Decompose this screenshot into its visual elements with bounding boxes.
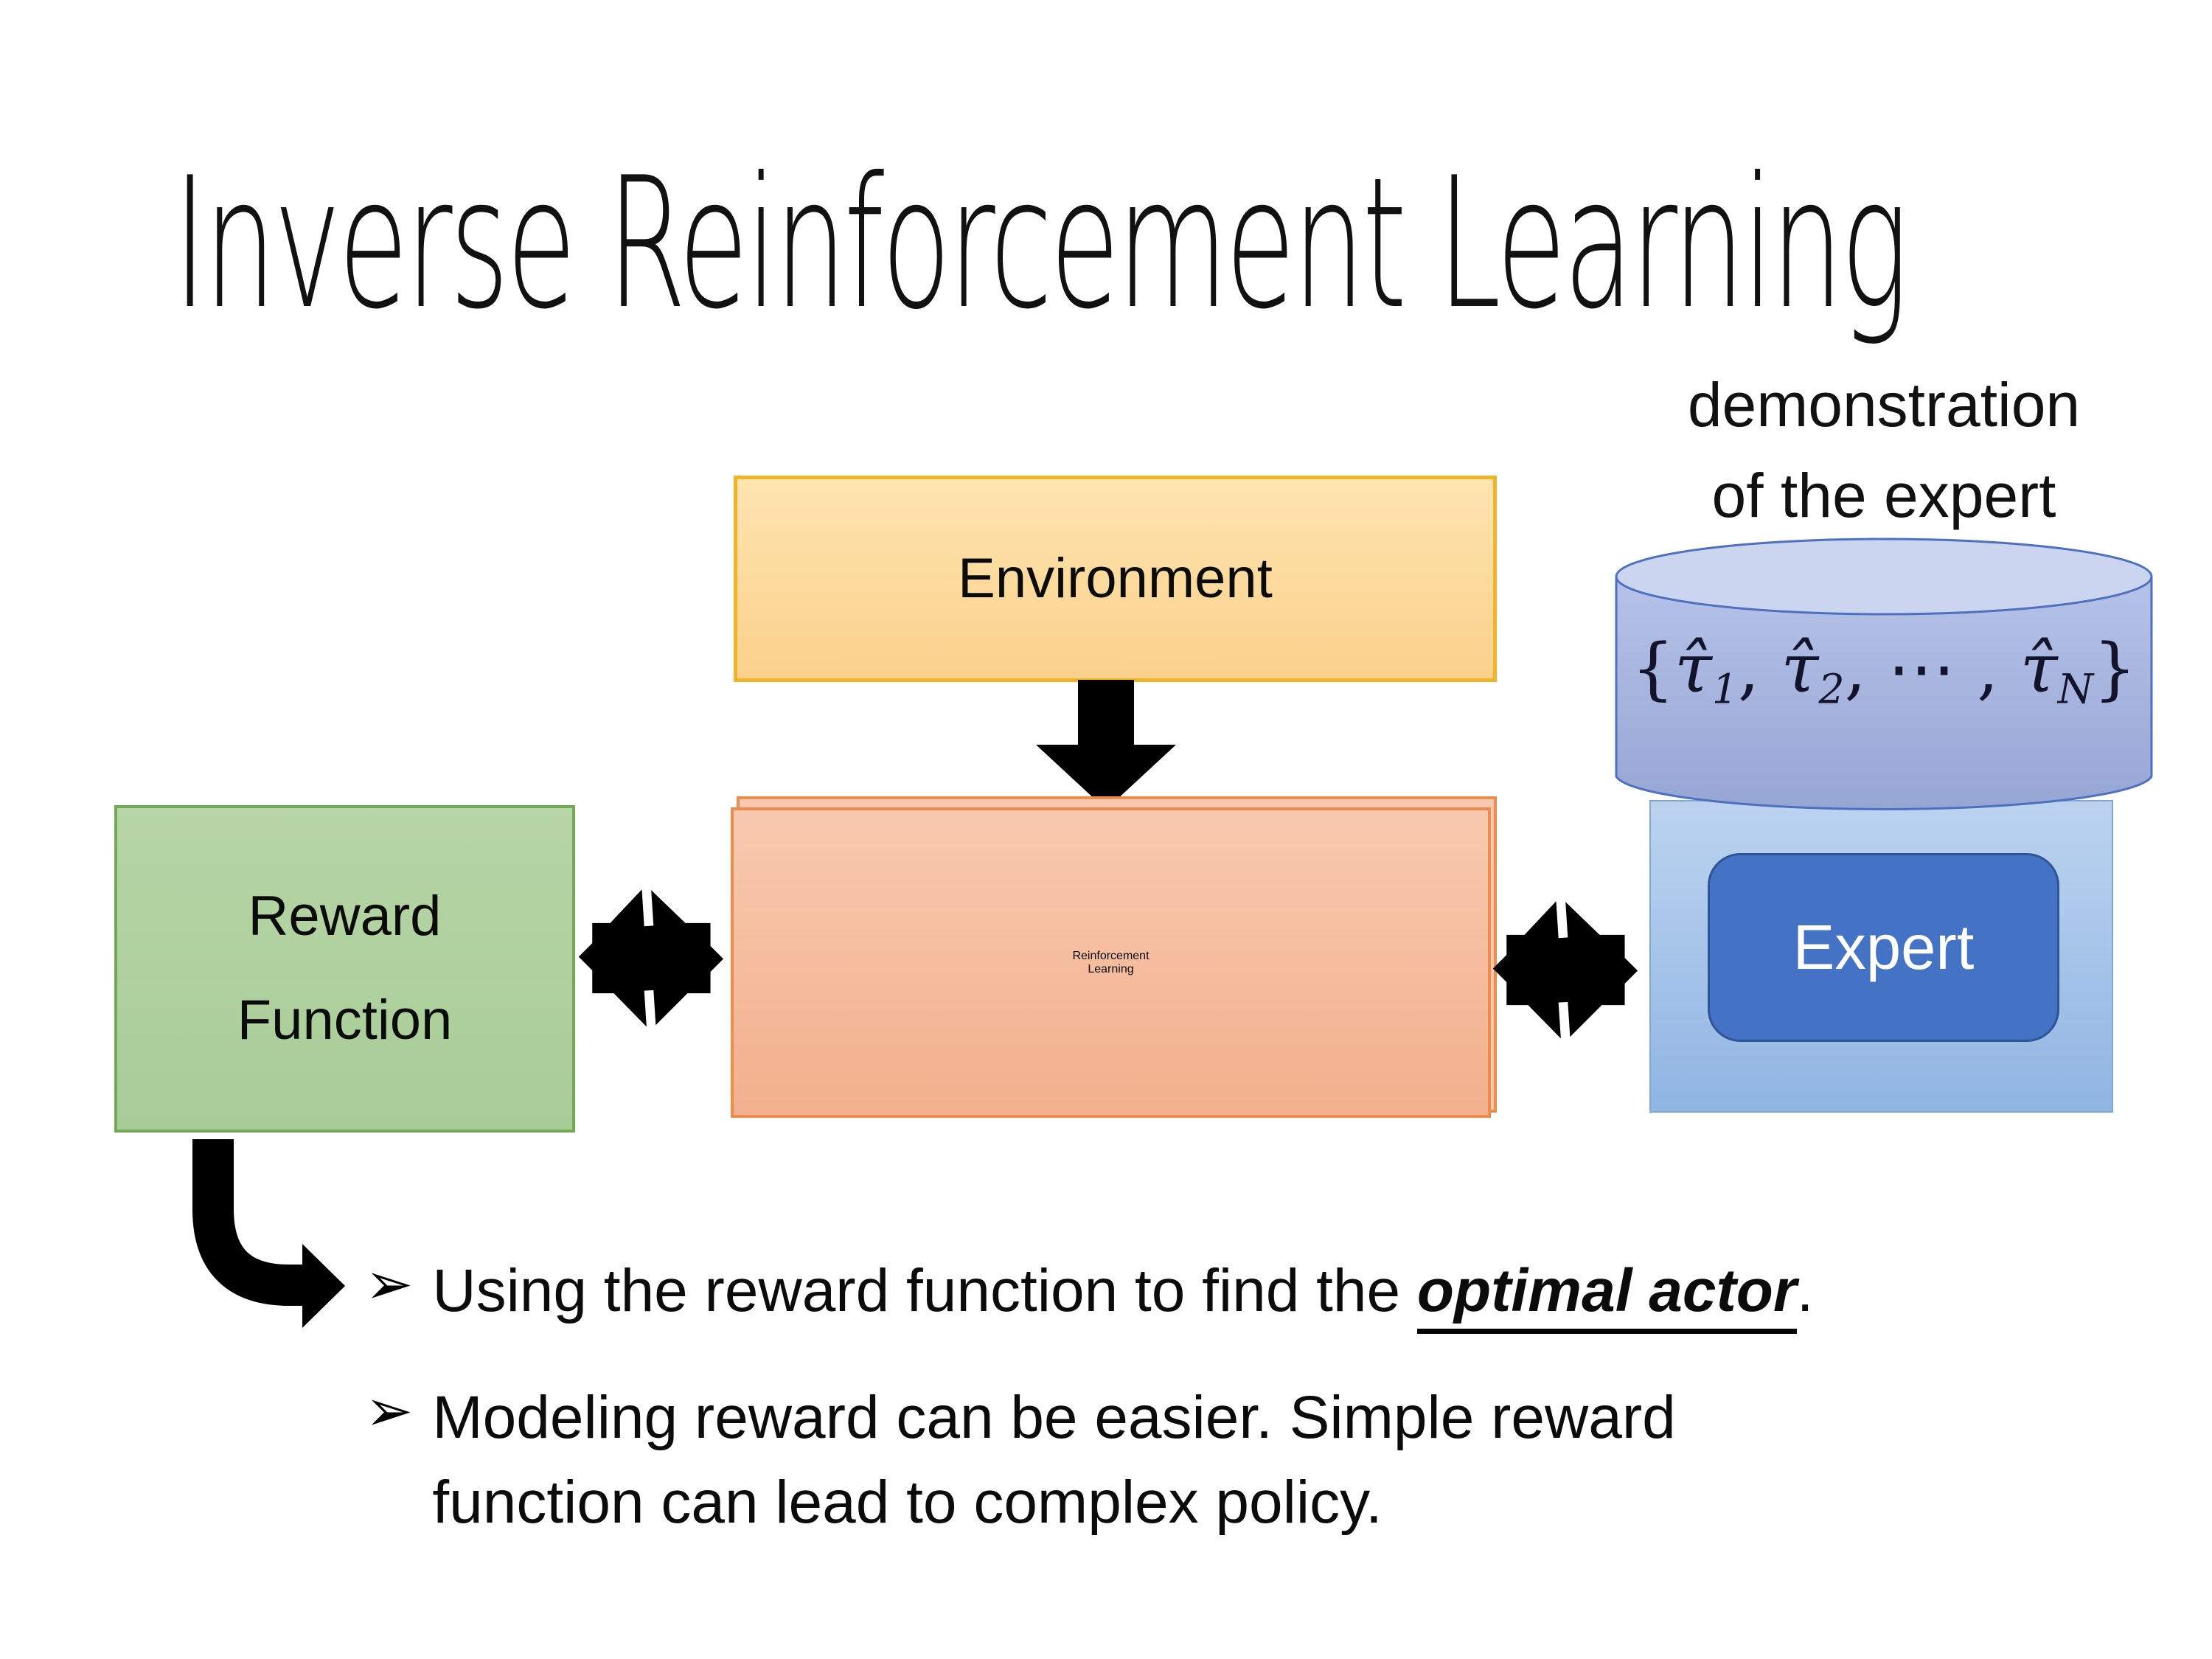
rl-label-line2: Learning (1088, 962, 1134, 975)
environment-box: Environment (734, 476, 1497, 682)
bullet-1-text: Using the reward function to find the op… (432, 1249, 1814, 1334)
trajectory-set-formula: {τ̂1, τ̂2, ⋯ , τ̂N} (1615, 628, 2153, 714)
demonstration-label-line2: of the expert (1711, 461, 2056, 531)
page-title: Inverse Reinforcement Learning (173, 139, 1909, 349)
formula-open-brace: { (1631, 629, 1674, 708)
expert-label: Expert (1792, 912, 1975, 983)
bullet-arrow-icon: ➢ (365, 1251, 414, 1318)
formula-close-brace: } (2093, 629, 2137, 708)
bullet-item-modeling-reward: ➢ Modeling reward can be easier. Simple … (365, 1376, 2061, 1545)
down-arrow-icon (1036, 680, 1176, 810)
bullet-2-line2: function can lead to complex policy. (432, 1468, 1382, 1536)
formula-sub2: 2 (1818, 666, 1845, 714)
rl-expert-double-arrow-icon (1492, 894, 1638, 1047)
formula-comma1: , (1738, 629, 1781, 708)
elbow-arrow-icon (192, 1139, 345, 1328)
bullet-1-text-before: Using the reward function to find the (432, 1257, 1417, 1324)
formula-subN: N (2057, 666, 2093, 714)
expert-box: Expert (1708, 853, 2059, 1042)
reward-function-label: Reward Function (237, 865, 453, 1072)
demonstration-label-line1: demonstration (1687, 370, 2081, 439)
bullet-item-optimal-actor: ➢ Using the reward function to find the … (365, 1249, 2135, 1334)
bullet-1-emphasis: optimal actor (1416, 1257, 1797, 1334)
reward-label-line1: Reward (248, 885, 442, 948)
formula-sub1: 1 (1711, 666, 1739, 714)
demonstration-cylinder (1615, 538, 2153, 810)
formula-dots: , ⋯ , (1844, 629, 2020, 708)
reward-rl-double-arrow-icon (578, 882, 724, 1035)
reinforcement-learning-box: Reinforcement Learning (731, 796, 1503, 1118)
bullet-2-text: Modeling reward can be easier. Simple re… (432, 1376, 1675, 1545)
bullet-arrow-icon: ➢ (365, 1378, 414, 1444)
demonstration-label: demonstration of the expert (1626, 360, 2142, 542)
bullet-2-line1: Modeling reward can be easier. Simple re… (432, 1384, 1676, 1451)
bullet-1-text-after: . (1796, 1257, 1814, 1324)
rl-label-line1: Reinforcement (1072, 949, 1150, 962)
reinforcement-learning-label: Reinforcement Learning (1072, 950, 1149, 976)
formula-tau2: τ̂ (1781, 629, 1819, 708)
formula-tau1: τ̂ (1674, 629, 1712, 708)
reward-function-box: Reward Function (114, 805, 575, 1133)
formula-tauN: τ̂ (2020, 629, 2058, 708)
rl-box-front-rect: Reinforcement Learning (731, 807, 1491, 1118)
environment-label: Environment (958, 546, 1273, 610)
reward-label-line2: Function (237, 989, 453, 1051)
